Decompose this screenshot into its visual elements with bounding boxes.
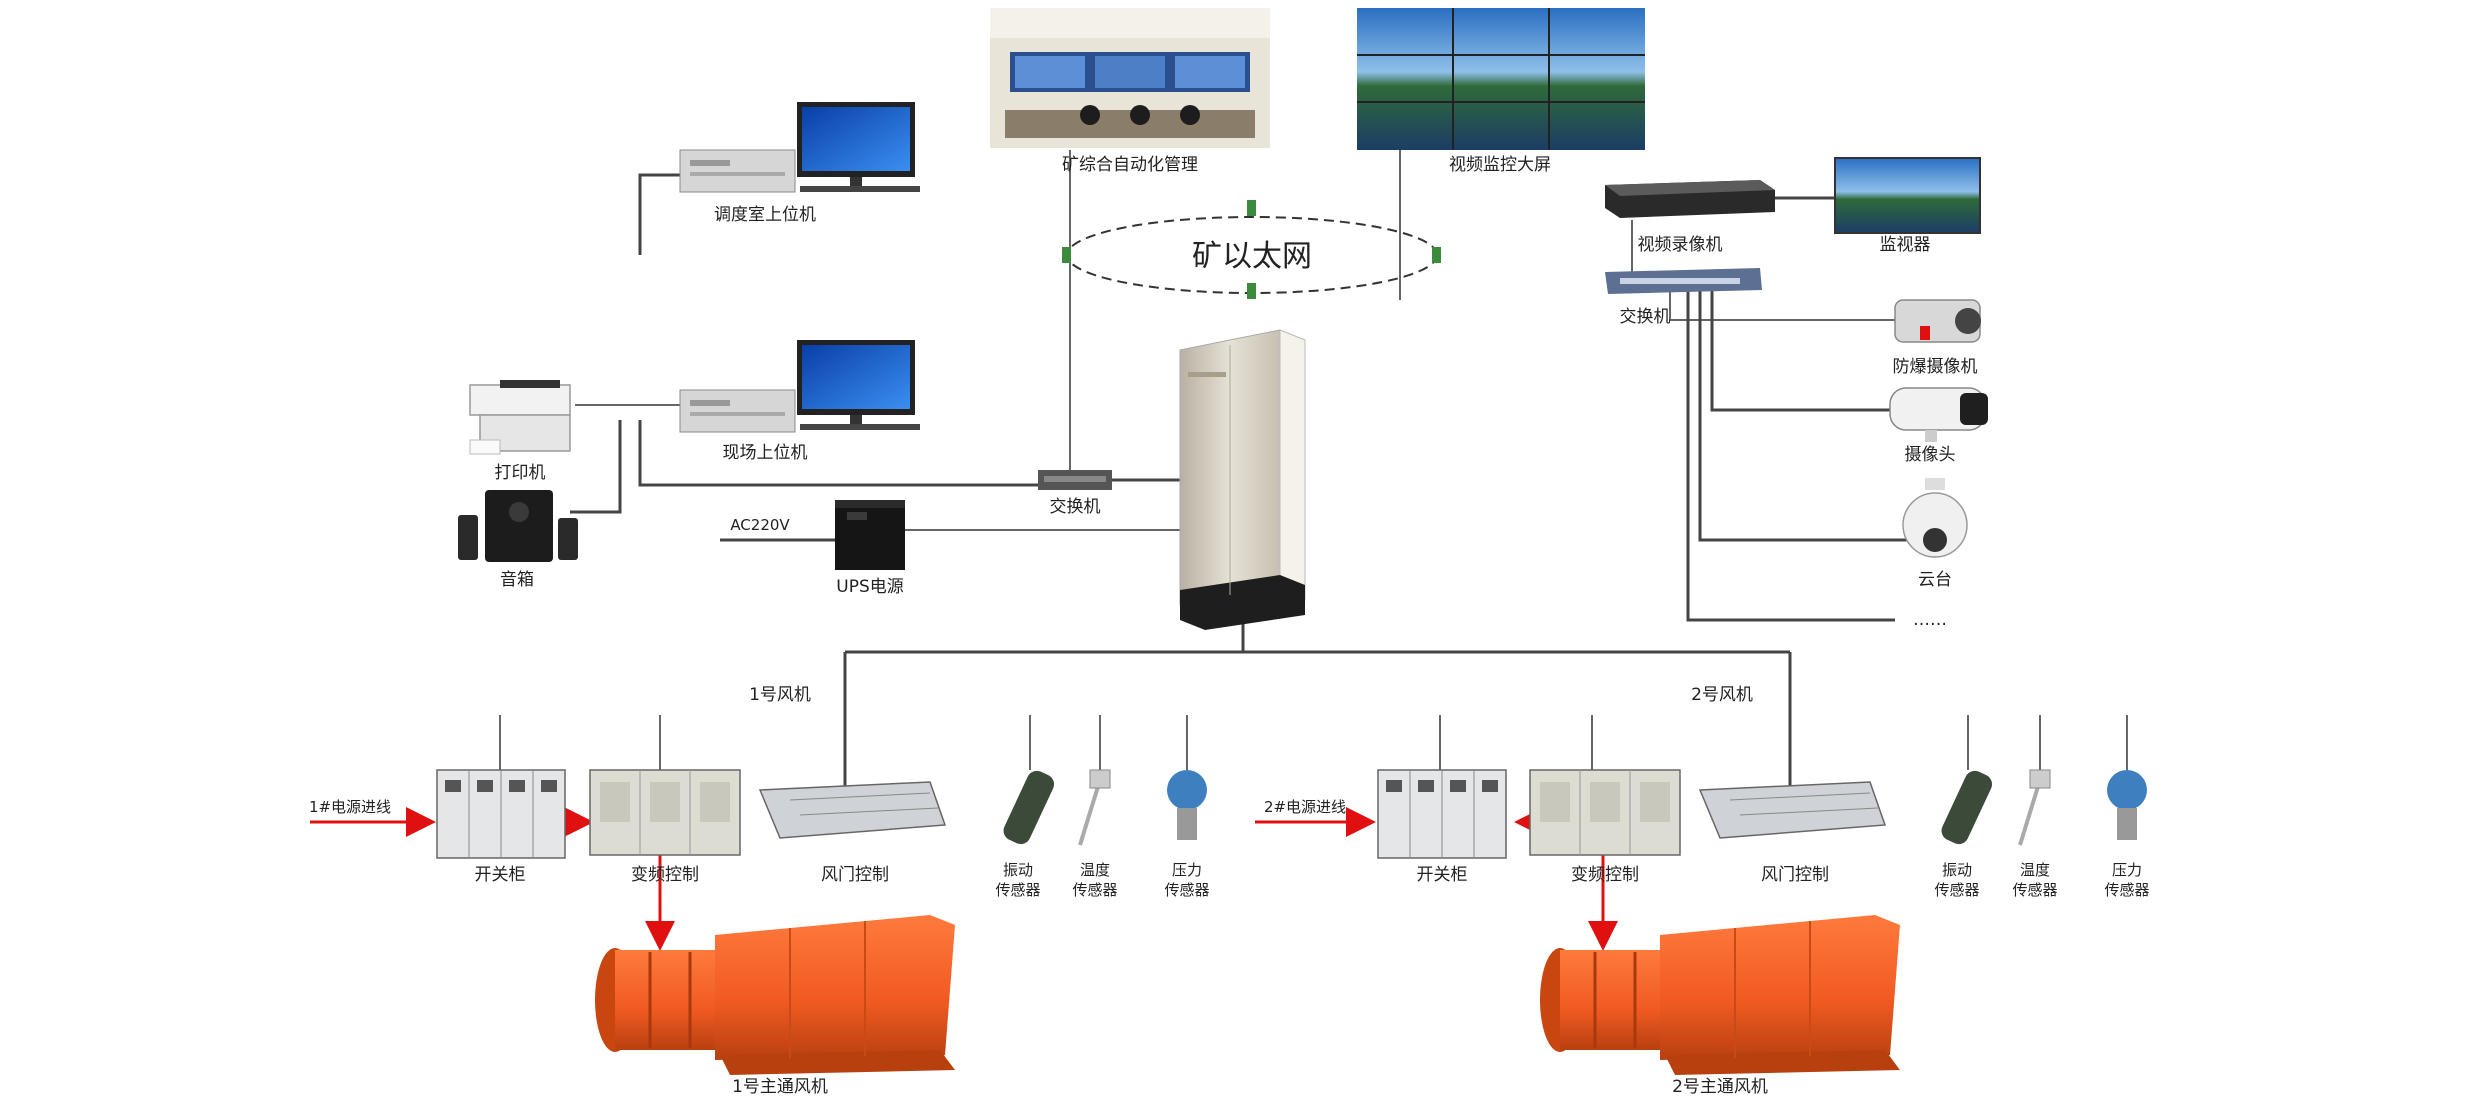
fan1-group-label: 1号风机: [749, 685, 811, 705]
ups-icon: UPS电源: [835, 500, 905, 597]
camera-icon: 云台: [1902, 478, 1968, 590]
damper-2-label: 风门控制: [1761, 865, 1829, 885]
speaker-icon: 音箱: [458, 490, 578, 590]
switchgear-1-label: 开关柜: [475, 865, 526, 885]
fan-icon: 2号主通风机: [1540, 915, 1900, 1097]
site-host-wire: [638, 420, 1038, 487]
camera-icon: 防爆摄像机: [1893, 299, 1981, 377]
control-cabinet: [1179, 329, 1306, 630]
temp-2b-label: 传感器: [2012, 881, 2057, 899]
printer-label: 打印机: [495, 463, 546, 483]
press-2a-label: 压力: [2112, 861, 2142, 879]
control-center-label: 矿综合自动化管理: [1062, 155, 1198, 175]
switchgear-2-label: 开关柜: [1417, 865, 1468, 885]
vfd-1: 变频控制: [589, 769, 741, 885]
fan-icon: 1号主通风机: [595, 915, 955, 1097]
dispatch-host-wire: [638, 173, 680, 255]
temp-1a-label: 温度: [1080, 861, 1110, 879]
ac-voltage-label: AC220V: [730, 516, 790, 534]
more-devices-label: ……: [1913, 610, 1947, 630]
vib-2a-label: 振动: [1942, 861, 1972, 879]
site-host: 现场上位机: [679, 340, 920, 463]
poe-switch: 交换机: [1605, 268, 1762, 327]
explosion-cam-label: 防爆摄像机: [1893, 357, 1978, 377]
temperature-sensor-2: 温度 传感器: [2012, 769, 2058, 899]
video-wall-label: 视频监控大屏: [1449, 155, 1551, 175]
vibration-sensor-1: 振动 传感器: [995, 770, 1055, 899]
pressure-sensor-2: 压力 传感器: [2104, 770, 2150, 899]
power-in-2-label: 2#电源进线: [1264, 798, 1346, 816]
vib-2b-label: 传感器: [1934, 881, 1979, 899]
fan2-group-label: 2号风机: [1691, 685, 1753, 705]
vfd-2-label: 变频控制: [1571, 865, 1639, 885]
nvr: 视频录像机: [1605, 180, 1775, 255]
main-fan-2-label: 2号主通风机: [1672, 1077, 1768, 1097]
dispatch-host-label: 调度室上位机: [714, 205, 816, 225]
main-fan-1-label: 1号主通风机: [732, 1077, 828, 1097]
cam2-wire: [1710, 290, 1890, 412]
monitor-label: 监视器: [1880, 235, 1931, 255]
bullet-cam-label: 摄像头: [1905, 445, 1956, 465]
monitor-icon: 监视器: [1834, 157, 1981, 255]
temp-2a-label: 温度: [2020, 861, 2050, 879]
press-2b-label: 传感器: [2104, 881, 2149, 899]
cam3-wire: [1698, 290, 1920, 542]
printer-icon: 打印机: [469, 380, 571, 483]
wiring: [310, 150, 2128, 951]
dispatch-host: 调度室上位机: [679, 102, 920, 225]
vibration-sensor-2: 振动 传感器: [1934, 770, 1993, 899]
speaker-wire: [570, 420, 622, 514]
poe-switch-label: 交换机: [1620, 307, 1671, 327]
network-switch: 交换机: [1038, 470, 1112, 517]
camera-icon: 摄像头: [1889, 387, 1988, 465]
temperature-sensor-1: 温度 传感器: [1072, 769, 1118, 899]
site-host-label: 现场上位机: [723, 443, 808, 463]
video-wall: 视频监控大屏: [1357, 8, 1645, 175]
damper-1: 风门控制: [758, 781, 947, 885]
dome-cam-label: 云台: [1918, 570, 1952, 590]
temp-1b-label: 传感器: [1072, 881, 1117, 899]
switchgear-1: 开关柜: [436, 769, 566, 885]
cam1-wire: [1669, 290, 1910, 321]
switch-label: 交换机: [1050, 497, 1101, 517]
control-center: 矿综合自动化管理: [990, 8, 1270, 175]
speaker-label: 音箱: [500, 570, 534, 590]
power-in-1-label: 1#电源进线: [309, 798, 391, 816]
damper-2: 风门控制: [1698, 781, 1887, 885]
vfd-1-label: 变频控制: [631, 865, 699, 885]
ethernet-ring: 矿以太网: [1062, 200, 1441, 299]
vfd-2: 变频控制: [1529, 769, 1681, 885]
monitor-icon: [797, 340, 915, 430]
vib-1b-label: 传感器: [995, 881, 1040, 899]
switchgear-2: 开关柜: [1377, 769, 1507, 885]
pressure-sensor-1: 压力 传感器: [1164, 770, 1210, 899]
press-1a-label: 压力: [1172, 861, 1202, 879]
damper-1-label: 风门控制: [821, 865, 889, 885]
ups-label: UPS电源: [836, 577, 904, 597]
nvr-label: 视频录像机: [1638, 235, 1723, 255]
press-1b-label: 传感器: [1164, 881, 1209, 899]
monitor-icon: [797, 102, 915, 192]
vib-1a-label: 振动: [1003, 861, 1033, 879]
ethernet-label: 矿以太网: [1192, 239, 1312, 274]
more-wire: [1686, 290, 1895, 622]
